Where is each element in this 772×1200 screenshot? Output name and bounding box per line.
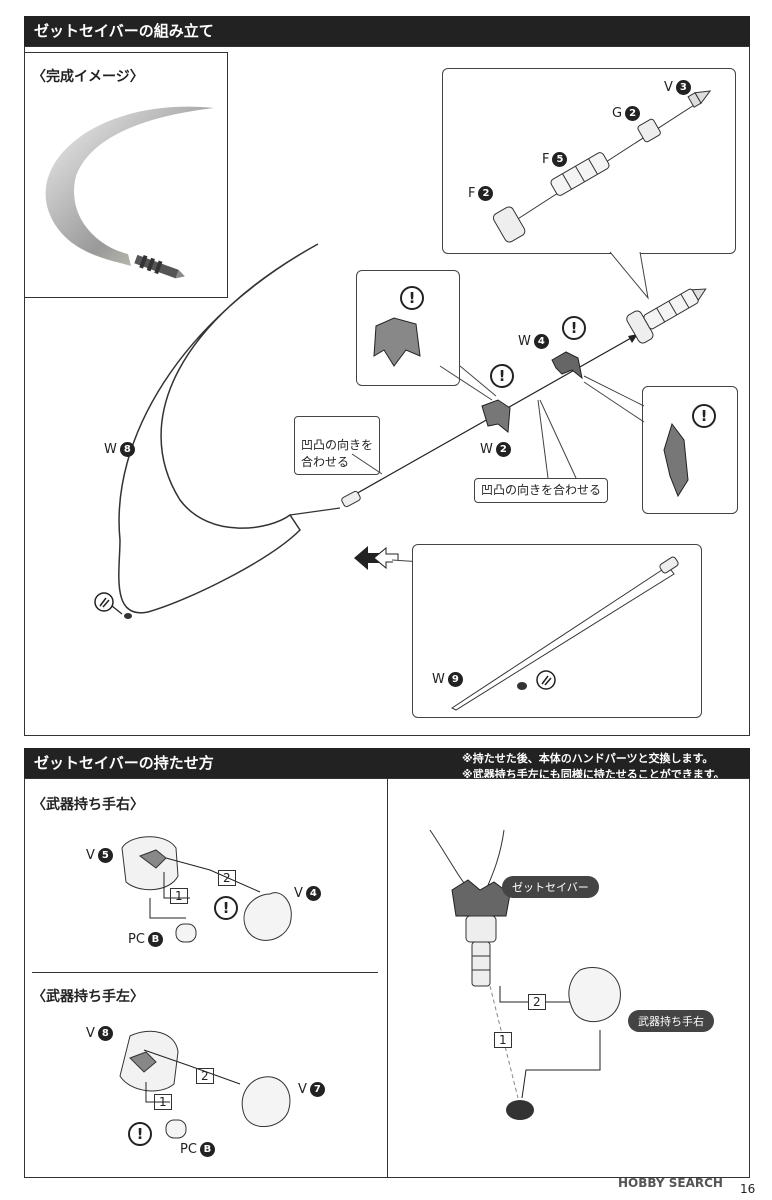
note-align-2: 凹凸の向きを合わせる [474,478,609,503]
warning-detail-right-icon: ! [692,404,716,428]
step-2-right: 2 [218,870,236,886]
page-number: 16 [740,1182,756,1196]
detail-guard-left [373,317,421,367]
preview-hilt [134,254,185,279]
warning-pc-left-icon: ! [128,1122,152,1146]
callout-pointer-top [609,251,649,300]
section-title-text-2: ゼットセイバーの持たせ方 [34,754,214,772]
section-title-assembly: ゼットセイバーの組み立て [24,16,750,46]
assembled-hilt [626,288,707,344]
guard-w2 [481,399,511,433]
section-title-holding: ゼットセイバーの持たせ方 [24,748,750,778]
tag-hand: 武器持ち手右 [628,1010,714,1032]
rod-end [341,490,361,508]
left-hand-label: 〈武器持ち手左〉 [32,989,144,1005]
section-title-text: ゼットセイバーの組み立て [34,22,214,40]
warning-pc-right-icon: ! [214,896,238,920]
right-hand-label: 〈武器持ち手右〉 [32,797,144,813]
blade-w8-outline [118,243,341,614]
watermark: HOBBY SEARCH [618,1176,723,1190]
hand-divider [32,972,378,973]
detail-box-w4 [642,386,738,514]
holding-divider [387,778,388,1178]
step-1-right: 1 [170,888,188,904]
detail-guard-right [663,422,689,498]
left-hand-diagram [119,1030,291,1139]
note-align-1: 凹凸の向きを 合わせる [294,416,381,475]
warning-w2-icon: ! [490,364,514,388]
nipper-icon-1 [94,592,132,619]
hold-diagram [429,829,621,1120]
warning-detail-left-icon: ! [400,286,424,310]
tag-saber: ゼットセイバー [502,876,599,898]
note-line-1: ※持たせた後、本体のハンドパーツと交換します。 [462,752,714,765]
rod-w9 [451,556,679,711]
guard-w4 [551,351,583,380]
step-2-left: 2 [196,1068,214,1084]
hilt-exploded-parts [492,90,712,243]
step-2-hold: 2 [528,994,546,1010]
assembly-frame [24,46,750,736]
detail-pointer-right [583,375,645,423]
preview-label: 〈完成イメージ〉 [32,69,144,85]
note-align-1-pointer [351,453,383,475]
warning-w4-icon: ! [562,316,586,340]
note-align-2-pointer [537,399,577,479]
insert-arrow-icon [354,546,399,570]
preview-box [24,52,228,298]
right-hand-diagram [121,836,292,943]
callout-rod-w9 [412,544,702,718]
step-1-hold: 1 [494,1032,512,1048]
nipper-icon-2 [517,670,556,690]
detail-pointer-left [439,365,497,401]
note-line-2: ※武器持ち手左にも同様に持たせることができます。 [462,768,725,781]
preview-saber-image [45,106,214,279]
step-1-left: 1 [154,1094,172,1110]
